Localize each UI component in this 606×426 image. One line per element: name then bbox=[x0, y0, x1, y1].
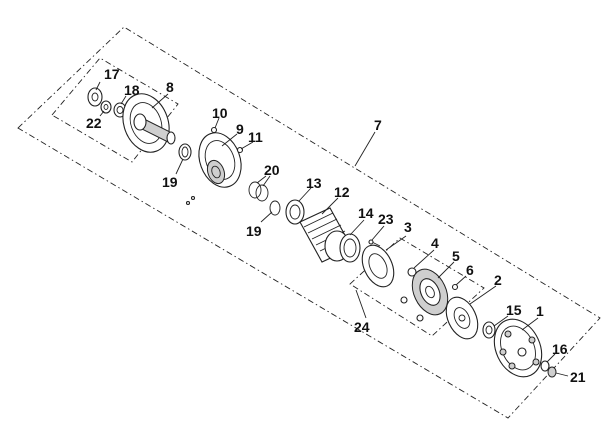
label-13: 13 bbox=[306, 175, 322, 191]
guide-pin-dot bbox=[190, 195, 196, 201]
part-19-oring-lower bbox=[269, 200, 281, 216]
part-13-collar bbox=[285, 199, 305, 225]
guide-pin-dot bbox=[185, 200, 191, 206]
assembly-frame-7 bbox=[17, 26, 601, 419]
label-23: 23 bbox=[378, 211, 394, 227]
part-2-drive-plate bbox=[445, 296, 479, 340]
callout-labels: 17 18 8 22 19 10 9 11 20 19 13 12 14 23 … bbox=[86, 66, 586, 385]
part-1-clutch-bell bbox=[493, 318, 543, 378]
label-20: 20 bbox=[264, 162, 280, 178]
part-23-screw bbox=[368, 239, 381, 247]
part-9-moveable-sheave bbox=[198, 132, 242, 188]
label-6: 6 bbox=[466, 262, 474, 278]
label-19-lower: 19 bbox=[246, 223, 262, 239]
part-19-oring-upper bbox=[178, 143, 192, 161]
label-12: 12 bbox=[334, 184, 350, 200]
label-4: 4 bbox=[431, 235, 439, 251]
part-16-washer bbox=[540, 360, 550, 372]
label-9: 9 bbox=[236, 121, 244, 137]
label-18: 18 bbox=[124, 82, 140, 98]
label-21: 21 bbox=[570, 369, 586, 385]
label-7: 7 bbox=[374, 117, 382, 133]
label-11: 11 bbox=[248, 129, 263, 145]
label-1: 1 bbox=[536, 303, 544, 319]
part-4-nut bbox=[407, 267, 417, 277]
part-14-seat bbox=[339, 233, 361, 263]
part-20-orings bbox=[248, 181, 269, 202]
part-22-bushing bbox=[100, 100, 112, 114]
label-3: 3 bbox=[404, 219, 412, 235]
part-6-clip bbox=[451, 283, 459, 291]
label-15: 15 bbox=[506, 302, 522, 318]
part-3-plate bbox=[361, 244, 395, 288]
part-8-fixed-sheave bbox=[122, 93, 176, 153]
subassembly-frame-upper bbox=[51, 57, 179, 163]
label-24: 24 bbox=[354, 319, 370, 335]
part-17-bushing bbox=[87, 87, 103, 107]
part-21-nut bbox=[547, 366, 557, 378]
label-2: 2 bbox=[494, 272, 502, 288]
label-19-upper: 19 bbox=[162, 174, 178, 190]
part-5-clutch-shoes bbox=[400, 268, 449, 322]
label-22: 22 bbox=[86, 115, 102, 131]
part-10-pin bbox=[210, 126, 218, 134]
label-5: 5 bbox=[452, 248, 460, 264]
label-14: 14 bbox=[358, 205, 374, 221]
leader-lines bbox=[95, 81, 569, 377]
label-10: 10 bbox=[212, 105, 228, 121]
label-16: 16 bbox=[552, 341, 568, 357]
part-15-washer bbox=[482, 321, 496, 339]
label-17: 17 bbox=[104, 66, 120, 82]
label-8: 8 bbox=[166, 79, 174, 95]
